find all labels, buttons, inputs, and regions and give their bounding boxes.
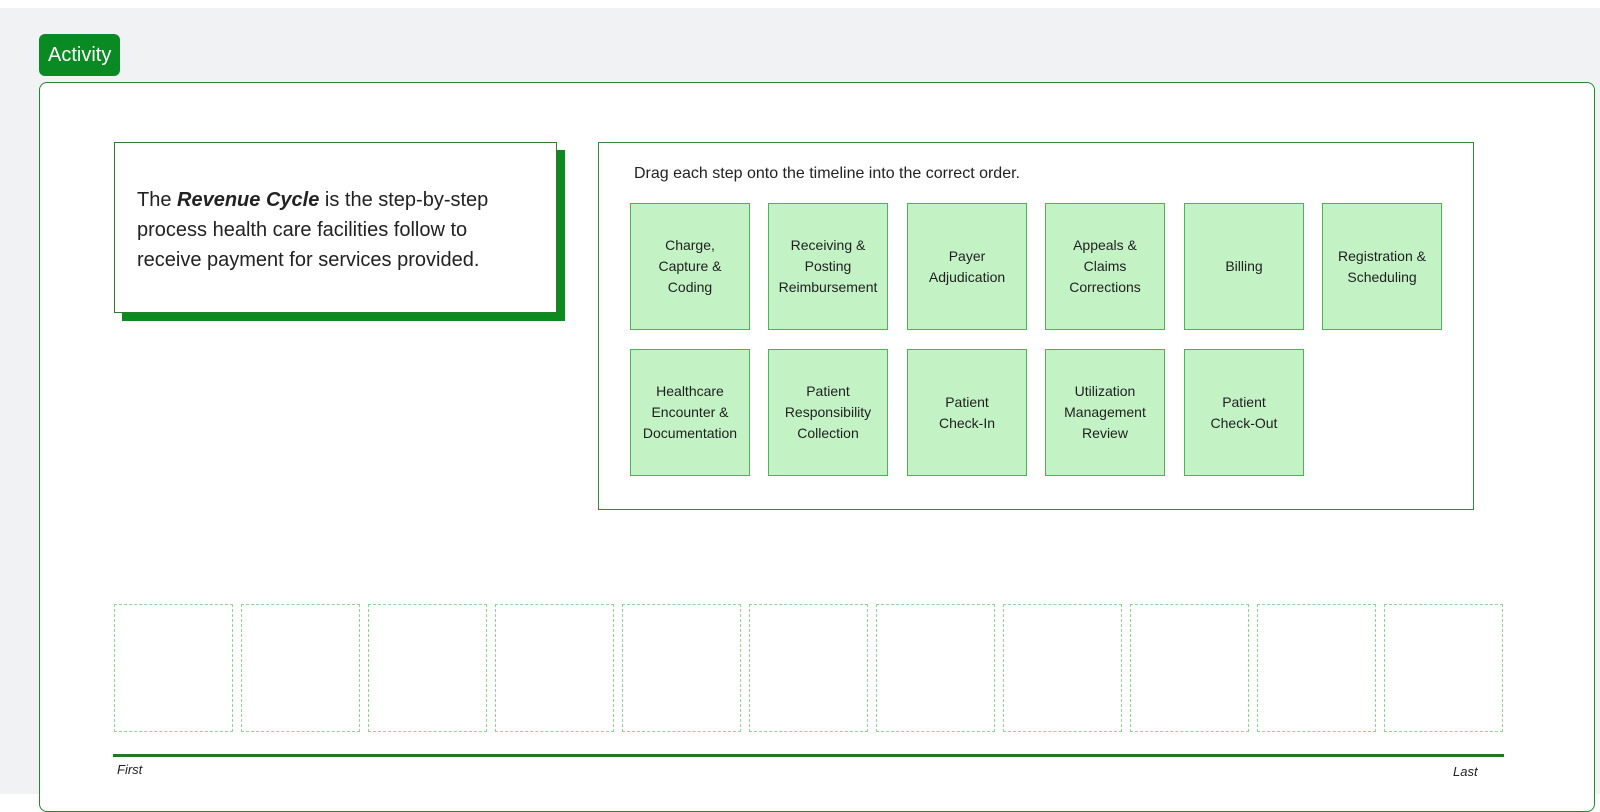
- timeline-first-label: First: [117, 762, 143, 777]
- timeline-slot[interactable]: [114, 604, 233, 732]
- timeline-slot[interactable]: [876, 604, 995, 732]
- timeline-slot[interactable]: [749, 604, 868, 732]
- timeline-slot[interactable]: [495, 604, 614, 732]
- timeline-slot[interactable]: [1130, 604, 1249, 732]
- intro-card: The Revenue Cycle is the step-by-step pr…: [114, 142, 557, 313]
- activity-tag: Activity: [39, 34, 121, 76]
- step-card[interactable]: Receiving & Posting Reimbursement: [768, 203, 888, 330]
- timeline-slot[interactable]: [1384, 604, 1503, 732]
- timeline-slot[interactable]: [241, 604, 360, 732]
- timeline-last-label: Last: [1453, 764, 1478, 779]
- step-card[interactable]: Patient Check-In: [907, 349, 1027, 476]
- step-card[interactable]: Billing: [1184, 203, 1304, 330]
- intro-prefix: The: [137, 189, 178, 211]
- intro-suffix: is the step-by-step process health care …: [137, 189, 489, 271]
- step-card[interactable]: Appeals & Claims Corrections: [1045, 203, 1165, 330]
- step-card[interactable]: Patient Check-Out: [1184, 349, 1304, 476]
- step-card[interactable]: Patient Responsibility Collection: [768, 349, 888, 476]
- intro-term: Revenue Cycle: [177, 189, 320, 211]
- step-bank: Drag each step onto the timeline into th…: [598, 142, 1474, 510]
- step-card[interactable]: Utilization Management Review: [1045, 349, 1165, 476]
- timeline-slot[interactable]: [1003, 604, 1122, 732]
- timeline-slot[interactable]: [368, 604, 487, 732]
- timeline-slot[interactable]: [1257, 604, 1376, 732]
- bank-instruction: Drag each step onto the timeline into th…: [634, 165, 1020, 182]
- timeline-line: [113, 754, 1504, 757]
- step-card[interactable]: Healthcare Encounter & Documentation: [630, 349, 750, 476]
- step-card[interactable]: Payer Adjudication: [907, 203, 1027, 330]
- step-card[interactable]: Registration & Scheduling: [1322, 203, 1442, 330]
- step-card[interactable]: Charge, Capture & Coding: [630, 203, 750, 330]
- timeline-slot[interactable]: [622, 604, 741, 732]
